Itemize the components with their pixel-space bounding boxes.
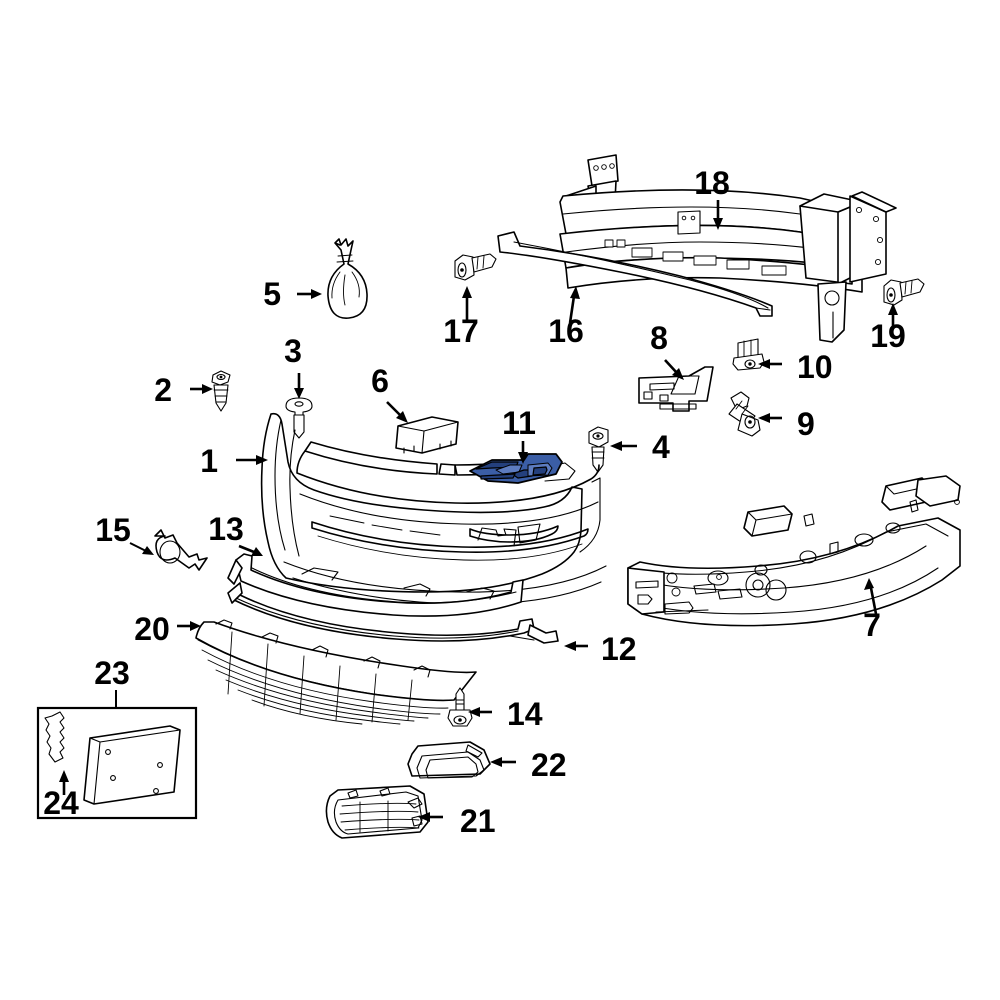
callout-label-23: 23 (94, 655, 130, 691)
part-14-fog-lamp-bezel-screw (447, 687, 473, 727)
callout-label-3: 3 (284, 333, 302, 369)
callout-label-4: 4 (652, 429, 670, 465)
part-19-impact-bar-flange-bolt (883, 278, 925, 306)
callout-labels: 1 2 3 4 5 6 7 8 9 10 11 12 13 14 15 16 1… (43, 165, 906, 839)
part-4-bracket-bolt (588, 426, 609, 473)
callout-label-14: 14 (507, 696, 543, 732)
callout-label-7: 7 (863, 607, 881, 643)
callout-label-17: 17 (443, 313, 479, 349)
part-17-impact-bar-bolt (454, 253, 497, 281)
part-9-flange-bolt-long (728, 391, 761, 437)
part-10-flange-bolt-short (732, 338, 765, 371)
callout-label-1: 1 (200, 443, 218, 479)
callout-label-15: 15 (95, 512, 131, 548)
part-13-lower-bumper-molding (227, 553, 524, 617)
callout-label-21: 21 (460, 803, 496, 839)
callout-label-20: 20 (134, 611, 170, 647)
callout-label-22: 22 (531, 747, 567, 783)
part-7-front-bumper-impact-absorber (627, 475, 961, 627)
part-22-fog-lamp-bezel (407, 741, 491, 779)
callout-label-24: 24 (43, 785, 79, 821)
callout-label-13: 13 (208, 511, 244, 547)
part-23-license-plate-bracket-kit (36, 706, 198, 820)
part-2-bumper-cover-screw (211, 370, 231, 412)
part-12-lower-valance-end-trim (227, 582, 559, 644)
callout-label-8: 8 (650, 320, 668, 356)
callout-arrows (59, 200, 898, 822)
part-16-bumper-upper-filler (497, 231, 773, 317)
callout-label-11: 11 (502, 405, 536, 441)
callout-label-12: 12 (601, 631, 637, 667)
part-15-bumper-clip-retainer (154, 529, 208, 571)
callout-label-6: 6 (371, 363, 389, 399)
callout-label-18: 18 (694, 165, 730, 201)
part-5-tow-hook-cap-bag (327, 238, 368, 319)
part-8-bumper-side-bracket (638, 366, 714, 412)
callout-label-5: 5 (263, 276, 281, 312)
callout-label-2: 2 (154, 372, 172, 408)
callout-label-9: 9 (797, 406, 815, 442)
part-21-fog-lamp-grille-cover (325, 785, 429, 839)
part-11-bumper-cover-reinforcement-bracket (469, 453, 563, 484)
callout-label-10: 10 (797, 349, 833, 385)
part-24-license-plate-bracket-clip (44, 711, 65, 763)
part-3-push-pin-retainer (285, 397, 313, 439)
part-6-sensor-module-cover (395, 416, 459, 454)
callout-label-16: 16 (548, 313, 584, 349)
part-20-lower-center-grille (195, 619, 477, 725)
callout-label-19: 19 (870, 318, 906, 354)
part-1-front-bumper-cover (260, 412, 607, 605)
